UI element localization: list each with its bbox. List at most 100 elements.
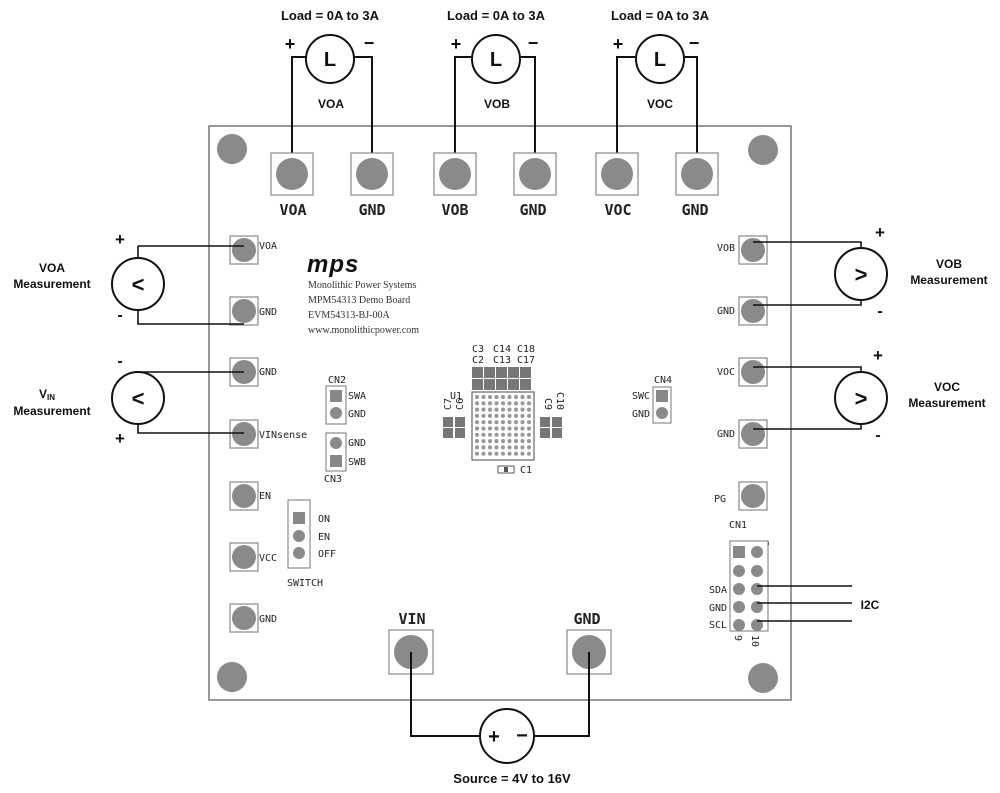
meter-title: VOA [39, 261, 65, 275]
switch-option: OFF [318, 549, 336, 560]
bga-ball [507, 401, 512, 406]
load-label: Load = 0A to 3A [611, 8, 710, 23]
left-pin-vcc: VCC [229, 542, 277, 572]
pin-label: VOB [717, 243, 735, 254]
bga-ball [474, 407, 480, 412]
bga-ball [481, 394, 486, 400]
meter-title: VIN [39, 387, 55, 402]
mounting-hole [748, 135, 778, 165]
pin-label: GND [717, 306, 735, 317]
bga-ball [494, 451, 499, 456]
bga-ball [500, 420, 506, 425]
bga-ball [487, 432, 493, 437]
bga-ball [487, 426, 493, 431]
right-pin-pg: PG [714, 481, 768, 511]
bga-ball [507, 432, 512, 437]
bga-ball [526, 407, 532, 412]
bga-ball [513, 426, 519, 431]
bga-ball [520, 451, 525, 456]
plus-sign: + [115, 429, 125, 448]
i2c-signal: SCL [709, 620, 727, 631]
cap-label: C6 [455, 398, 466, 410]
bga-ball [513, 401, 519, 406]
bga-ball [474, 445, 480, 450]
load-name: VOB [484, 97, 510, 111]
c1-cap: C1 [497, 465, 532, 476]
cn4-header: CN4 SWC GND [632, 375, 672, 424]
bga-ball [487, 451, 493, 456]
cap-pad [508, 367, 519, 378]
header-name: CN3 [324, 474, 342, 485]
bga-ball [500, 432, 506, 437]
bga-ball [513, 439, 519, 444]
cap-group-left: C7 C6 [443, 398, 466, 438]
bga-ball [526, 445, 532, 450]
meter-symbol: < [132, 272, 145, 297]
bga-ball [526, 439, 532, 444]
bga-ball [500, 407, 506, 412]
minus-sign: - [117, 353, 122, 370]
cn1-header: CN1 1 2 9 10 SDA GND SCL I2C [709, 520, 880, 647]
load-name: VOA [318, 97, 344, 111]
bga-ball [481, 413, 486, 418]
meter-title: VOB [936, 257, 962, 271]
meter-subtitle: Measurement [13, 404, 90, 418]
bga-ball [494, 439, 499, 444]
left-pin-gnd: GND [229, 296, 277, 326]
header-pin-label: GND [348, 409, 366, 420]
meter-voa: < + - VOA Measurement [13, 230, 244, 325]
cap-label: C14 [493, 344, 511, 355]
left-pin-en: EN [229, 481, 271, 511]
bga-ball [494, 445, 499, 450]
bga-ball [507, 394, 512, 400]
cap-pad [520, 379, 531, 390]
cap-pad [472, 379, 483, 390]
pin-label: GND [259, 614, 277, 625]
connector-label: VOA [279, 201, 306, 219]
board-name: MPM54313 Demo Board [308, 295, 410, 306]
left-pin-gnd: GND [229, 603, 277, 633]
bga-ball [513, 394, 519, 400]
mps-logo: mps [307, 251, 359, 278]
cn3-header: GND SWB CN3 [324, 432, 366, 485]
bga-ball [520, 432, 525, 437]
cap-label: C7 [443, 398, 454, 410]
bga-ball [494, 407, 499, 412]
meter-symbol: < [132, 386, 145, 411]
bga-ball [500, 426, 506, 431]
bga-ball [474, 413, 480, 418]
cap-pad [520, 367, 531, 378]
cap-pad [508, 379, 519, 390]
bga-ball [513, 432, 519, 437]
connector-label: VOC [604, 201, 631, 219]
cap-label: C13 [493, 355, 511, 366]
bga-ball [474, 439, 480, 444]
bga-ball [487, 394, 493, 400]
bga-ball [500, 394, 506, 400]
minus-sign: − [528, 33, 539, 53]
pin-label: VCC [259, 553, 277, 564]
header-pin-label: SWC [632, 391, 650, 402]
meter-vin: < - + VIN Measurement [13, 353, 244, 448]
switch-option: EN [318, 532, 330, 543]
cap-label: C10 [554, 392, 565, 410]
pin-label: VOC [717, 367, 735, 378]
pin-label: PG [714, 494, 726, 505]
bga-ball [494, 426, 499, 431]
connector-label: VIN [398, 610, 425, 628]
u1-label: U1 [450, 391, 462, 402]
i2c-signal: GND [709, 603, 727, 614]
bga-ball [474, 420, 480, 425]
bga-ball [487, 420, 493, 425]
voltage-source: + − Source = 4V to 16V [410, 652, 590, 786]
cap-label: C9 [542, 398, 553, 410]
bga-ball [474, 426, 480, 431]
cap-label: C1 [520, 465, 532, 476]
bga-ball [526, 420, 532, 425]
bga-ball [520, 445, 525, 450]
cap-label: C2 [472, 355, 484, 366]
connector-label: GND [573, 610, 600, 628]
minus-sign: - [875, 427, 880, 444]
cap-pad [472, 367, 483, 378]
